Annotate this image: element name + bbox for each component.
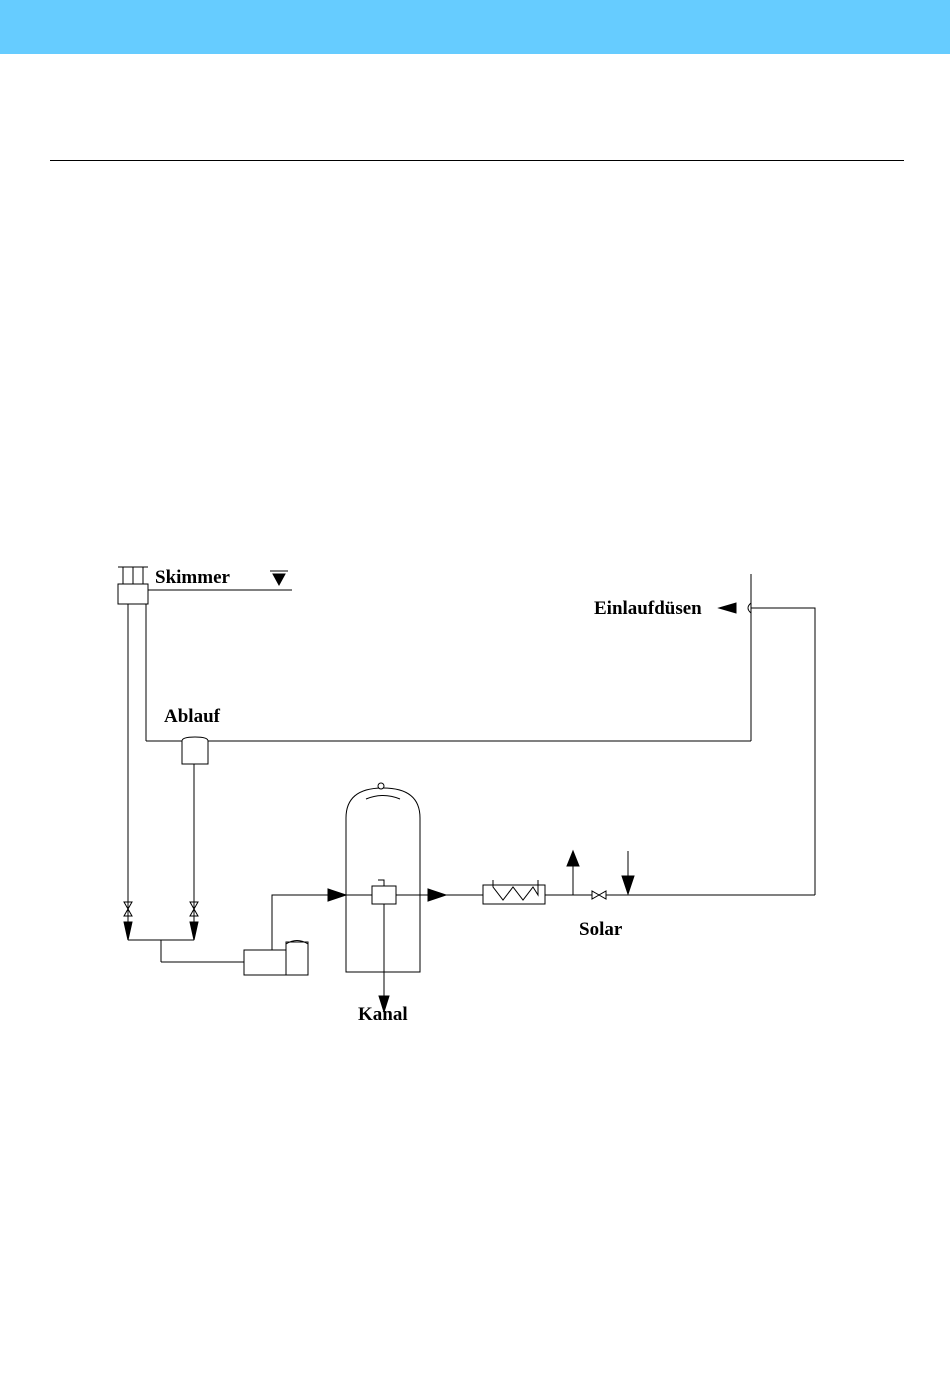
label-kanal: Kanal	[358, 1005, 408, 1024]
heater-symbol	[483, 880, 545, 904]
arrow-to-einlauf	[719, 603, 736, 613]
solar-valve	[592, 891, 606, 899]
arrow-into-filter	[328, 889, 346, 901]
arrow-down-right	[190, 922, 198, 940]
arrow-solar-return	[622, 876, 634, 894]
filter-tank	[346, 783, 420, 972]
label-skimmer: Skimmer	[155, 568, 230, 587]
water-level-marker	[270, 571, 288, 585]
arrow-solar-out	[567, 851, 579, 866]
return-riser	[751, 608, 815, 895]
arrow-down-left	[124, 922, 132, 940]
pump-symbol	[244, 941, 308, 976]
drain-symbol	[182, 737, 208, 764]
label-einlaufduesen: Einlaufdüsen	[594, 599, 702, 618]
label-solar: Solar	[579, 920, 622, 939]
arrow-out-filter	[428, 889, 446, 901]
label-ablauf: Ablauf	[164, 707, 220, 726]
skimmer-symbol	[118, 567, 148, 604]
